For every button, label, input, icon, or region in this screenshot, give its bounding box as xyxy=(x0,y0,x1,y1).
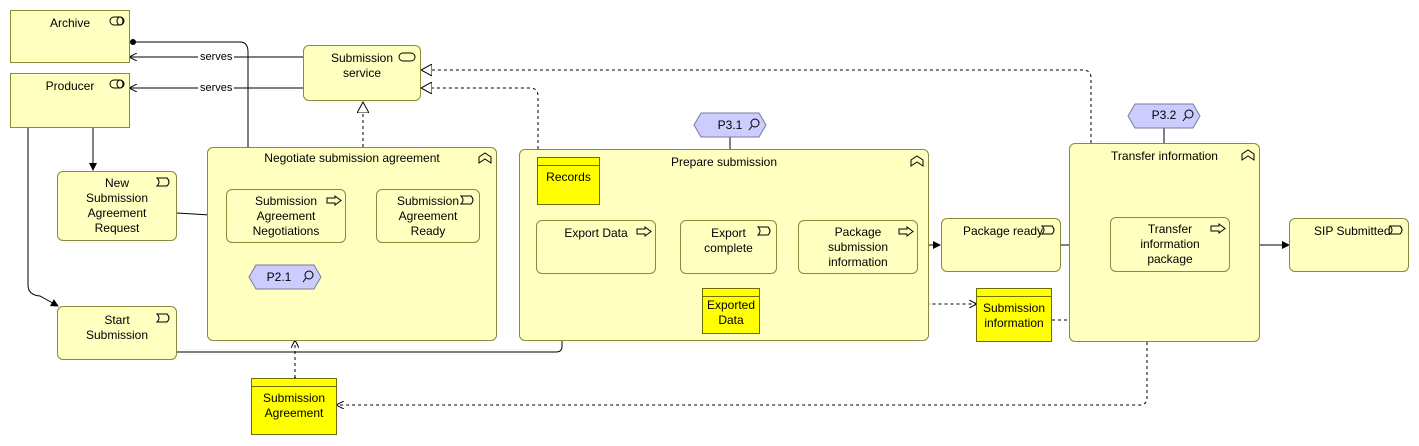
sip-submitted-label: SIP Submitted xyxy=(1314,224,1391,238)
transfer-group-label: Transfer information xyxy=(1111,149,1218,163)
business-role-icon xyxy=(109,79,125,89)
business-function-icon xyxy=(1241,149,1255,161)
export-data-label: Export Data xyxy=(564,226,628,240)
business-role-icon xyxy=(109,16,125,26)
exported-data-label: Exported Data xyxy=(706,298,756,327)
submission-information-label: Submission information xyxy=(982,301,1046,330)
edge-producer-start xyxy=(27,128,59,307)
business-event-icon xyxy=(156,177,170,187)
records-object[interactable]: Records xyxy=(537,157,600,205)
object-header-divider xyxy=(977,296,1051,297)
business-process-icon xyxy=(1210,223,1226,234)
start-submission-event[interactable]: Start Submission xyxy=(57,306,177,360)
package-submission-information-process[interactable]: Package submission information xyxy=(798,220,918,274)
submission-agreement-ready-event[interactable]: Submission Agreement Ready xyxy=(376,189,480,243)
p32-meaning[interactable] xyxy=(1127,103,1201,129)
p32-label: P3.2 xyxy=(1151,108,1177,122)
business-event-icon xyxy=(460,195,474,205)
edge-transfer-agreement xyxy=(337,342,1148,405)
business-process-icon xyxy=(898,226,914,237)
transfer-information-package-process[interactable]: Transfer information package xyxy=(1110,217,1230,272)
object-header-divider xyxy=(538,165,599,166)
negotiations-label: Submission Agreement Negotiations xyxy=(252,194,320,238)
p21-meaning[interactable] xyxy=(248,264,322,290)
business-function-icon xyxy=(478,152,492,164)
negotiate-group-label: Negotiate submission agreement xyxy=(264,151,440,165)
business-event-icon xyxy=(1389,225,1403,235)
export-data-process[interactable]: Export Data xyxy=(536,220,656,274)
sip-submitted-event[interactable]: SIP Submitted xyxy=(1289,218,1409,272)
exported-data-object[interactable]: Exported Data xyxy=(702,288,760,334)
edge-start-export xyxy=(177,273,566,353)
negotiate-submission-agreement-group[interactable]: Negotiate submission agreement xyxy=(207,147,497,341)
transfer-package-label: Transfer information package xyxy=(1140,222,1200,266)
start-submission-label: Start Submission xyxy=(85,313,149,342)
prepare-group-label: Prepare submission xyxy=(670,155,778,169)
edge-archive-negotiations xyxy=(130,39,252,189)
search-icon xyxy=(750,118,760,128)
serves-label-producer: serves xyxy=(198,82,235,94)
object-header-divider xyxy=(252,386,336,387)
submission-agreement-negotiations-process[interactable]: Submission Agreement Negotiations xyxy=(226,189,346,243)
submission-agreement-label: Submission Agreement xyxy=(262,391,326,420)
edge-prepare-realizes-service xyxy=(421,88,539,149)
search-icon xyxy=(304,270,314,280)
object-header-divider xyxy=(703,296,759,297)
p31-meaning[interactable] xyxy=(693,112,767,138)
business-event-icon xyxy=(156,313,170,323)
submission-service-label: Submission service xyxy=(330,51,394,80)
p31-label: P3.1 xyxy=(717,118,743,132)
producer-role[interactable]: Producer xyxy=(10,73,130,128)
records-label: Records xyxy=(546,170,591,184)
package-ready-label: Package ready xyxy=(963,224,1044,238)
business-service-icon xyxy=(398,52,416,62)
business-event-icon xyxy=(757,226,771,236)
export-complete-label: Export complete xyxy=(704,226,753,255)
agreement-ready-label: Submission Agreement Ready xyxy=(396,194,460,238)
archive-role[interactable]: Archive xyxy=(10,10,130,63)
producer-label: Producer xyxy=(45,79,95,93)
submission-service[interactable]: Submission service xyxy=(303,45,421,101)
business-function-icon xyxy=(910,155,924,167)
submission-agreement-object[interactable]: Submission Agreement xyxy=(251,378,337,435)
p21-label: P2.1 xyxy=(266,270,292,284)
export-complete-event[interactable]: Export complete xyxy=(680,220,777,274)
new-submission-agreement-request-event[interactable]: New Submission Agreement Request xyxy=(57,171,177,241)
business-event-icon xyxy=(1041,225,1055,235)
serves-label-archive: serves xyxy=(198,51,235,63)
business-process-icon xyxy=(636,226,652,237)
business-process-icon xyxy=(326,195,342,206)
package-ready-event[interactable]: Package ready xyxy=(941,218,1061,272)
new-request-label: New Submission Agreement Request xyxy=(85,176,149,235)
search-icon xyxy=(1184,109,1194,119)
submission-information-object[interactable]: Submission information xyxy=(976,288,1052,342)
archive-label: Archive xyxy=(49,16,90,30)
package-info-label: Package submission information xyxy=(827,225,889,269)
